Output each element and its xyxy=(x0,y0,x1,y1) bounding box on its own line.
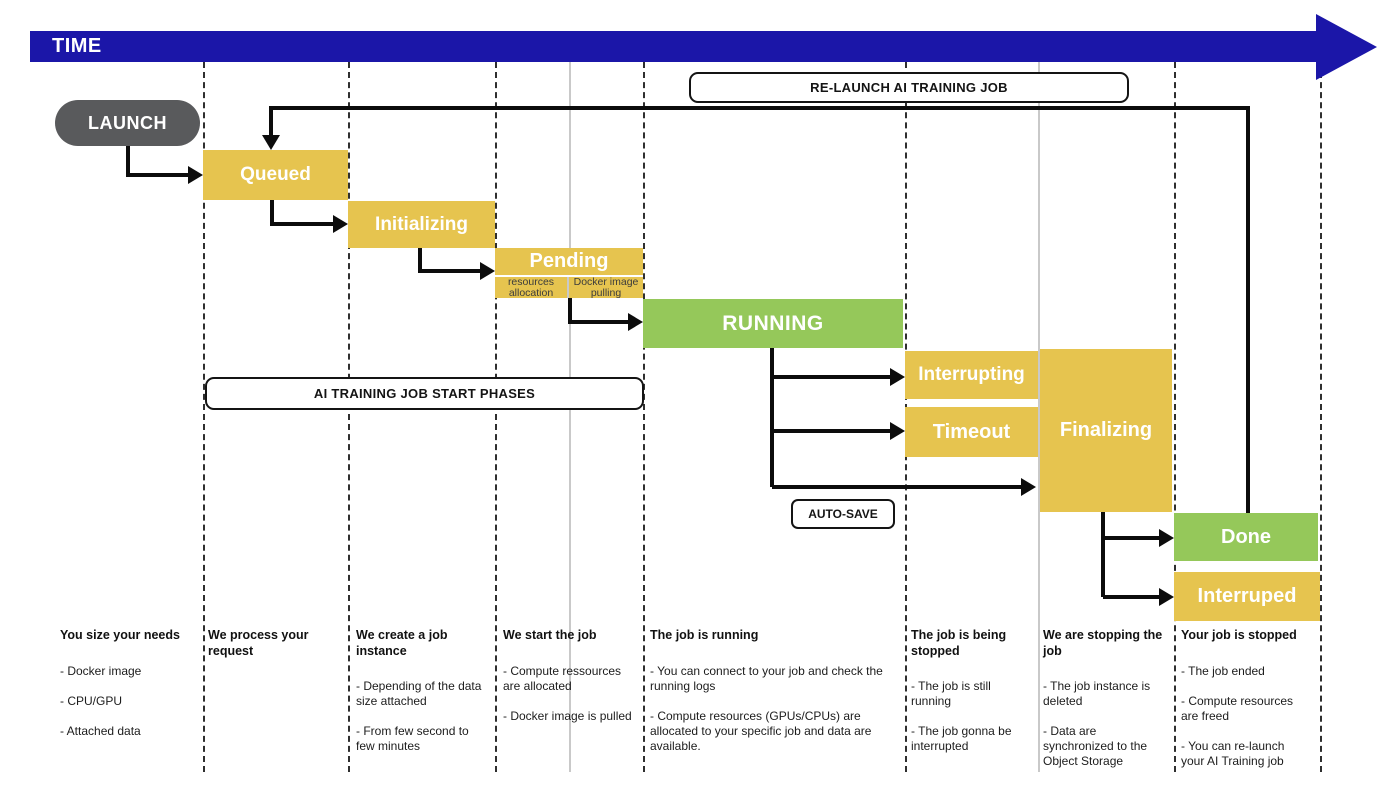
column-item: - Depending of the data size attached xyxy=(356,679,482,709)
state-running-label: RUNNING xyxy=(722,311,824,335)
arrowhead-icon xyxy=(890,422,905,440)
pending-sub-docker-image-pulling: Docker image pulling xyxy=(569,277,643,298)
column-item: - You can connect to your job and check … xyxy=(650,663,883,693)
pending-sub-resources-allocation: resources allocation xyxy=(495,277,569,298)
state-timeout-label: Timeout xyxy=(932,420,1011,443)
description-column-create-instance: We create a job instance - Depending of … xyxy=(356,628,488,769)
arrowhead-icon xyxy=(1159,588,1174,606)
relaunch-tag-label: RE-LAUNCH AI TRAINING JOB xyxy=(810,80,1008,95)
column-header: We are stopping the job xyxy=(1043,628,1163,658)
arrowhead-icon xyxy=(1159,529,1174,547)
column-divider-dashed xyxy=(348,62,350,772)
state-initializing: Initializing xyxy=(348,201,495,248)
state-pending-subphases: resources allocation Docker image pullin… xyxy=(495,275,643,298)
state-pending: Pending resources allocation Docker imag… xyxy=(495,248,643,298)
column-header: Your job is stopped xyxy=(1181,628,1297,642)
autosave-tag-label: AUTO-SAVE xyxy=(808,507,878,521)
column-item: - The job ended xyxy=(1181,663,1265,678)
start-phases-tag-label: AI TRAINING JOB START PHASES xyxy=(313,386,536,401)
state-running: RUNNING xyxy=(643,299,903,348)
arrow-queued-to-initializing xyxy=(270,200,335,226)
description-column-stopping-job: We are stopping the job - The job instan… xyxy=(1043,628,1165,784)
arrow-launch-to-queued xyxy=(126,146,189,177)
state-interruped-label: Interruped xyxy=(1197,585,1297,607)
column-item: - Compute resources are freed xyxy=(1181,693,1294,723)
state-queued-label: Queued xyxy=(240,164,311,185)
column-item: - Attached data xyxy=(60,723,141,738)
state-done: Done xyxy=(1174,513,1318,561)
column-item: - CPU/GPU xyxy=(60,693,123,708)
start-phases-tag: AI TRAINING JOB START PHASES xyxy=(205,377,644,410)
column-divider-dashed xyxy=(495,62,497,772)
column-divider-dashed xyxy=(203,62,205,772)
arrowhead-icon xyxy=(480,262,495,280)
column-header: We start the job xyxy=(503,628,597,642)
launch-label: LAUNCH xyxy=(88,112,167,133)
state-queued: Queued xyxy=(203,150,348,200)
column-item: - Docker image is pulled xyxy=(503,708,632,723)
state-finalizing-label: Finalizing xyxy=(1059,419,1153,441)
column-item: - Docker image xyxy=(60,663,142,678)
launch-node: LAUNCH xyxy=(55,100,200,146)
column-item: - The job is still running xyxy=(911,679,991,709)
column-header: The job is running xyxy=(650,628,759,642)
arrowhead-icon xyxy=(890,368,905,386)
column-header: We process your request xyxy=(208,628,309,658)
relaunch-tag: RE-LAUNCH AI TRAINING JOB xyxy=(689,72,1129,103)
arrow-pending-to-running xyxy=(568,298,630,324)
column-item: - Data are synchronized to the Object St… xyxy=(1043,724,1148,769)
description-column-job-running: The job is running - You can connect to … xyxy=(650,628,895,769)
column-header: We create a job instance xyxy=(356,628,448,658)
arrowhead-icon xyxy=(333,215,348,233)
arrowhead-icon xyxy=(628,313,643,331)
description-column-start-job: We start the job - Compute ressources ar… xyxy=(503,628,637,739)
description-column-process-request: We process your request xyxy=(208,628,336,679)
state-initializing-label: Initializing xyxy=(375,213,468,235)
arrowhead-icon xyxy=(1021,478,1036,496)
description-column-being-stopped: The job is being stopped - The job is st… xyxy=(911,628,1029,769)
column-header: You size your needs xyxy=(60,628,180,642)
arrow-initializing-to-pending xyxy=(418,248,482,273)
column-item: - Compute ressources are allocated xyxy=(503,663,622,693)
column-header: The job is being stopped xyxy=(911,628,1007,658)
state-finalizing: Finalizing xyxy=(1038,349,1172,512)
time-axis-label: TIME xyxy=(52,35,102,57)
time-axis-arrowhead-icon xyxy=(1316,14,1377,80)
state-pending-label: Pending xyxy=(495,248,643,275)
column-item: - From few second to few minutes xyxy=(356,724,469,754)
column-item: - The job gonna be interrupted xyxy=(911,724,1012,754)
state-done-label: Done xyxy=(1221,525,1271,548)
state-interruped: Interruped xyxy=(1174,572,1320,621)
column-item: - You can re-launch your AI Training job xyxy=(1181,738,1285,768)
state-interrupting: Interrupting xyxy=(905,351,1038,399)
time-axis-bar: TIME xyxy=(30,31,1316,62)
description-column-size-needs: You size your needs - Docker image - CPU… xyxy=(60,628,198,754)
arrowhead-icon xyxy=(188,166,203,184)
autosave-tag: AUTO-SAVE xyxy=(791,499,895,529)
column-item: - Compute resources (GPUs/CPUs) are allo… xyxy=(650,708,872,753)
arrowhead-icon xyxy=(262,135,280,150)
column-item: - The job instance is deleted xyxy=(1043,679,1151,709)
column-divider-dashed xyxy=(643,62,645,772)
column-divider-dashed xyxy=(1174,62,1176,772)
description-column-job-stopped: Your job is stopped - The job ended - Co… xyxy=(1181,628,1311,784)
state-interrupting-label: Interrupting xyxy=(918,364,1025,385)
column-divider-dashed xyxy=(1320,62,1322,772)
state-timeout: Timeout xyxy=(905,407,1038,457)
